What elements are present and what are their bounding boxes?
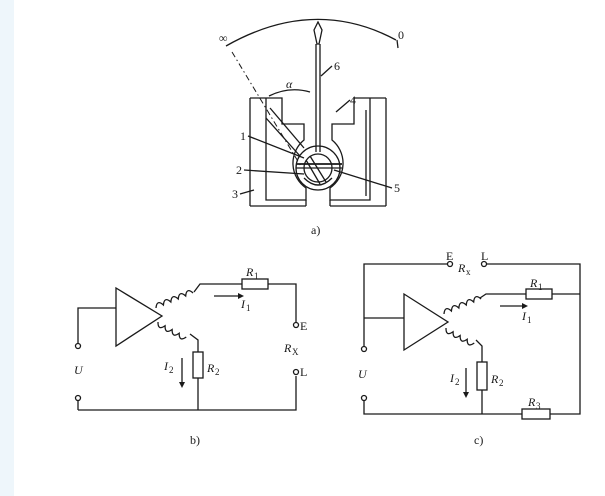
terminal-l: [292, 368, 300, 376]
i1-subscript: 1: [527, 315, 532, 325]
coil-1: [155, 290, 194, 309]
right-rail: [486, 263, 581, 415]
part-label-1: 1: [240, 129, 246, 143]
resistor-r2: [192, 351, 204, 379]
coil-1: [443, 296, 482, 315]
part-label-2: 2: [236, 163, 242, 177]
generator-triangle: [403, 292, 450, 352]
rx-label: R: [457, 261, 466, 275]
terminal-u-top: [74, 342, 82, 350]
r3-subscript: 3: [536, 401, 541, 411]
circuit-diagram-svg: ∞ 0 α 1 2: [74, 18, 581, 447]
generator-triangle: [115, 286, 164, 348]
terminal-l-label: L: [300, 365, 307, 379]
terminal-e-label: E: [300, 319, 307, 333]
resistor-r3: [521, 408, 551, 420]
pointer-tip: [313, 20, 323, 45]
rx-label: R: [283, 341, 292, 355]
left-magnet-pole: [250, 97, 307, 201]
reference-axis-line: [231, 51, 303, 169]
rx-subscript: x: [466, 267, 471, 277]
i1-label: I: [521, 309, 527, 323]
bottom-rail: [78, 376, 297, 411]
figure-c-circuit: E R x L U R 1 I 1 R 2 I 2 R 3: [358, 249, 581, 447]
part-label-5: 5: [394, 181, 400, 195]
r3-label: R: [527, 395, 536, 409]
scale-zero-tick: [396, 39, 399, 49]
r1-label: R: [529, 276, 538, 290]
part-label-6: 6: [334, 59, 340, 73]
figure-b-caption: b): [190, 433, 200, 447]
i2-subscript: 2: [455, 377, 460, 387]
rx-subscript: X: [292, 347, 299, 357]
terminal-e: [292, 321, 300, 329]
r1-subscript: 1: [538, 282, 543, 292]
terminal-u-bottom: [360, 394, 368, 402]
figure-c-caption: c): [474, 433, 483, 447]
figure-a-meter: ∞ 0 α 1 2: [219, 18, 404, 237]
terminal-e: [446, 260, 454, 268]
angle-arc: [268, 89, 311, 97]
terminal-l-label: L: [481, 249, 488, 263]
voltage-label-u: U: [74, 363, 84, 377]
i2-label: I: [163, 359, 169, 373]
right-magnet-pole: [329, 97, 386, 201]
angle-label: α: [286, 77, 293, 91]
coil-2: [157, 321, 187, 340]
part-label-3: 3: [232, 187, 238, 201]
scale-infinity-label: ∞: [219, 31, 228, 45]
i2-subscript: 2: [169, 365, 174, 375]
i2-label: I: [449, 371, 455, 385]
figure-b-circuit: U R 1 I 1 E L R X R 2 I 2 b): [74, 265, 307, 447]
scale-zero-label: 0: [398, 28, 404, 42]
r2-subscript: 2: [499, 378, 504, 388]
r1-subscript: 1: [254, 271, 259, 281]
r2-subscript: 2: [215, 367, 220, 377]
terminal-e-label: E: [446, 249, 453, 263]
part-label-4: 4: [350, 93, 356, 107]
scale-arc: [225, 18, 397, 47]
r2-label: R: [490, 372, 499, 386]
supply-lead-top: [77, 307, 116, 344]
resistor-r2: [476, 361, 488, 391]
figure-a-caption: a): [311, 223, 320, 237]
coil-2: [445, 327, 475, 346]
i1-label: I: [240, 297, 246, 311]
terminal-u-top: [360, 345, 368, 353]
r1-label: R: [245, 265, 254, 279]
i1-subscript: 1: [246, 303, 251, 313]
bottom-rail: [363, 400, 522, 415]
terminal-u-bottom: [74, 394, 82, 402]
r2-label: R: [206, 361, 215, 375]
voltage-label-u: U: [358, 367, 368, 381]
